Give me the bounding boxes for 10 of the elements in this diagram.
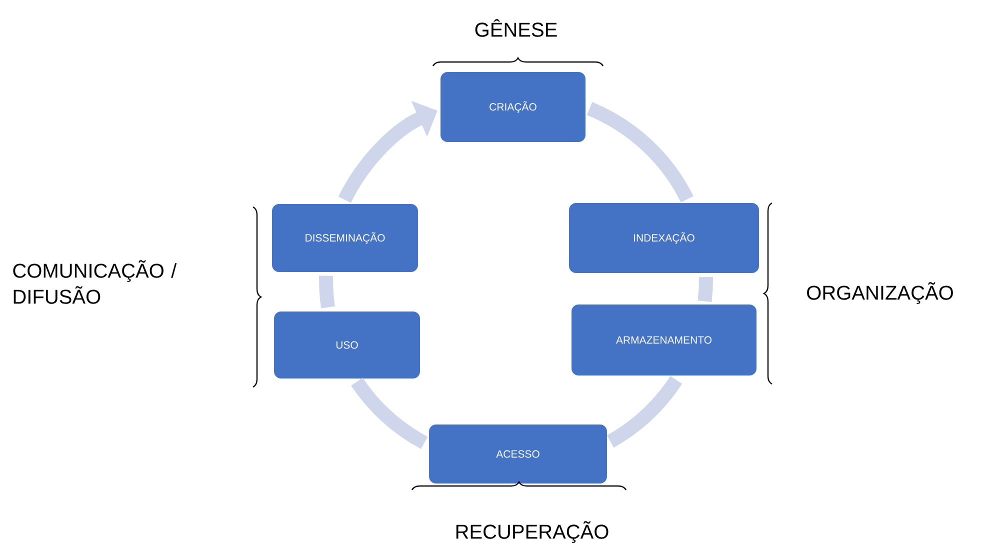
process-box: ARMAZENAMENTO [572,304,756,376]
process-box: INDEXAÇÃO [569,203,759,273]
process-box: DISSEMINAÇÃO [272,204,418,272]
process-box: CRIAÇÃO [440,72,586,142]
group-label: ORGANIZAÇÃO [807,282,953,304]
group-label: GÊNESE [475,19,557,37]
process-box: ACESSO [429,424,607,484]
group-label: RECUPERAÇÃO [456,521,608,543]
process-box: USO [274,312,420,378]
group-label: COMUNICAÇÃO / DIFUSÃO [13,260,177,304]
